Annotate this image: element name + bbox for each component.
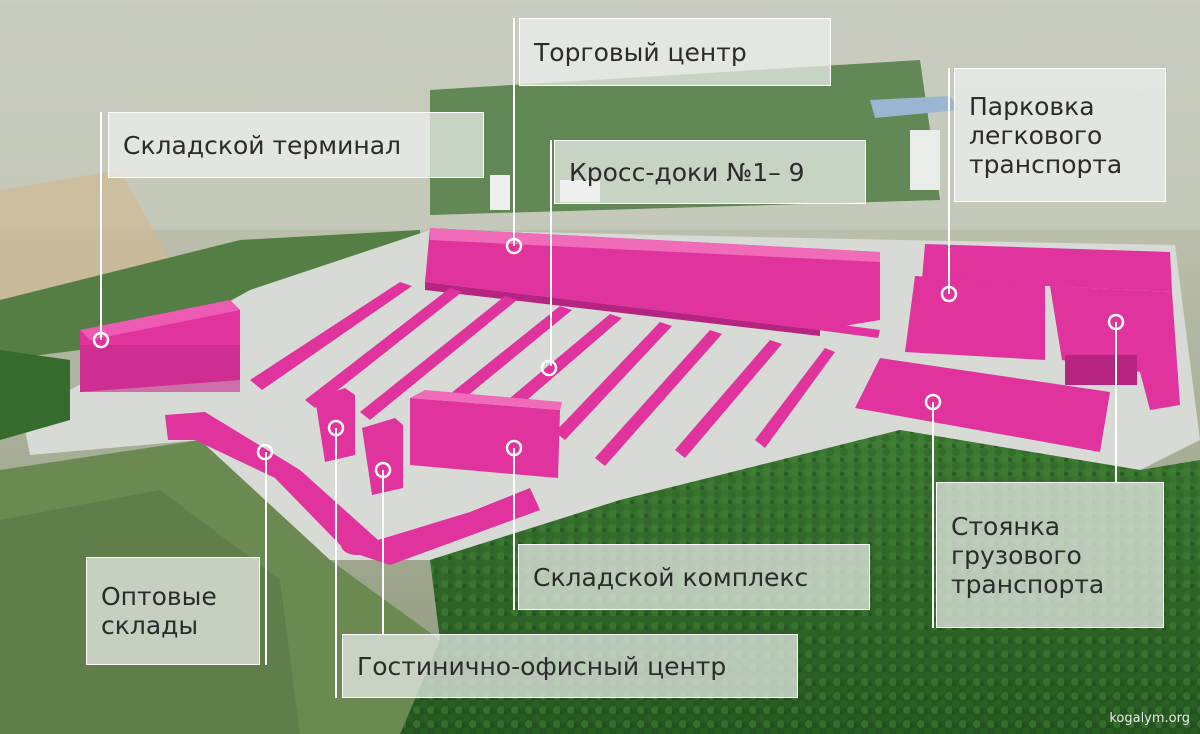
warehouse-terminal-building bbox=[80, 300, 240, 392]
watermark: kogalym.org bbox=[1109, 711, 1190, 726]
label-cross-docks-text: Кросс-доки №1– 9 bbox=[569, 157, 805, 187]
car-parking-lot-2 bbox=[905, 276, 1045, 360]
label-warehouse-complex: Складской комплекс bbox=[518, 544, 870, 610]
label-car-parking: Парковка легкового транспорта bbox=[954, 68, 1166, 202]
label-cross-docks: Кросс-доки №1– 9 bbox=[554, 140, 866, 204]
leader-lines bbox=[100, 18, 1117, 698]
label-car-parking-text: Парковка легкового транспорта bbox=[969, 91, 1123, 179]
trade-center-building bbox=[425, 228, 880, 336]
label-truck-parking-text: Стоянка грузового транспорта bbox=[951, 511, 1105, 599]
label-truck-parking: Стоянка грузового транспорта bbox=[936, 482, 1164, 628]
label-wholesale-text: Оптовые склады bbox=[101, 582, 217, 640]
label-warehouse-terminal-text: Складской терминал bbox=[123, 130, 402, 160]
site-asphalt bbox=[20, 230, 1200, 560]
label-wholesale: Оптовые склады bbox=[86, 557, 260, 665]
label-trade-center: Торговый центр bbox=[519, 18, 831, 86]
background-buildings-2 bbox=[910, 130, 940, 190]
cross-docks bbox=[250, 270, 880, 466]
background-buildings-3 bbox=[490, 175, 510, 210]
label-trade-center-text: Торговый центр bbox=[534, 37, 747, 67]
label-warehouse-terminal: Складской терминал bbox=[108, 112, 484, 178]
background-buildings bbox=[870, 96, 960, 118]
label-warehouse-complex-text: Складской комплекс bbox=[533, 562, 809, 592]
warehouse-complex-building bbox=[410, 390, 562, 478]
truck-parking-lot bbox=[855, 358, 1110, 452]
parking-building bbox=[1065, 355, 1137, 385]
marker-dots bbox=[92, 237, 1125, 479]
car-parking-lot-1 bbox=[922, 244, 1172, 292]
label-hotel-office: Гостинично-офисный центр bbox=[342, 634, 798, 698]
left-trees bbox=[0, 350, 70, 440]
label-hotel-office-text: Гостинично-офисный центр bbox=[357, 651, 727, 681]
